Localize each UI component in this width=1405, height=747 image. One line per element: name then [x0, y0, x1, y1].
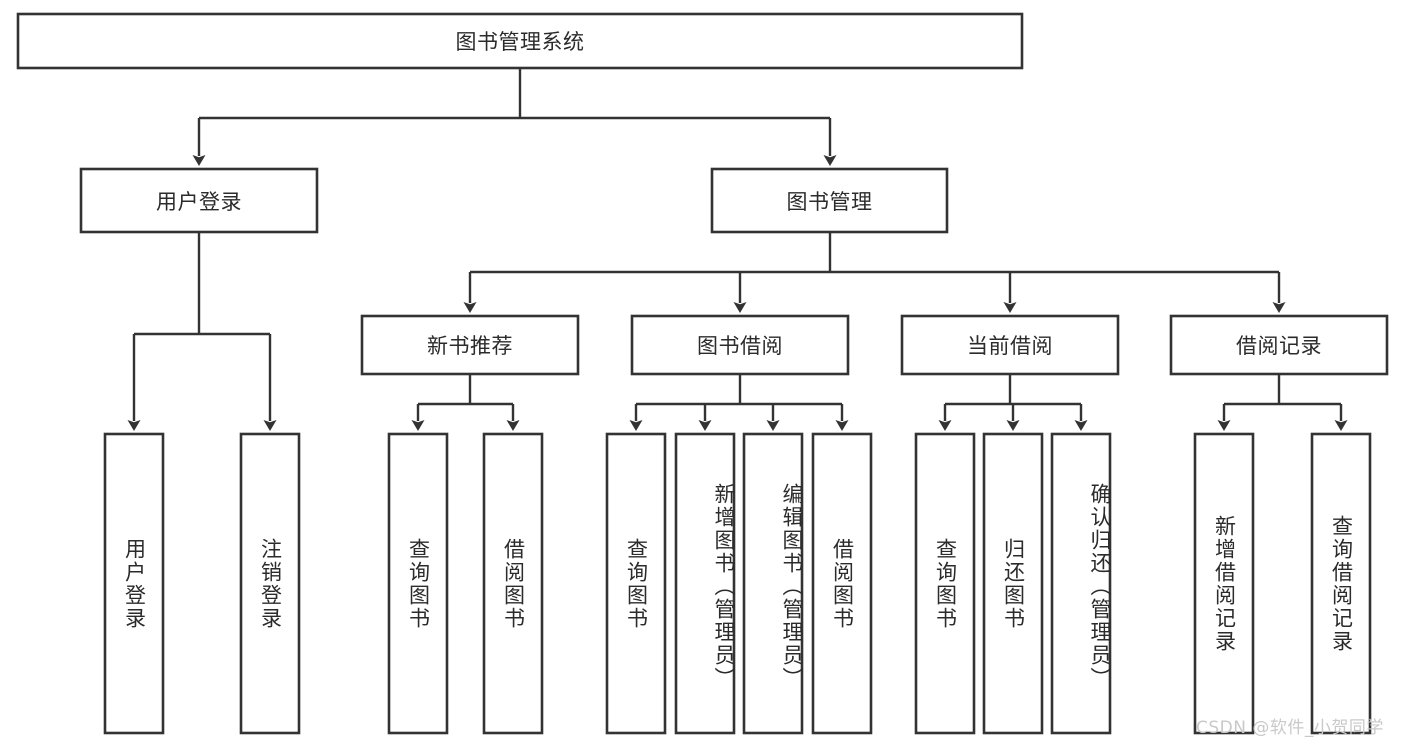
leaf-box-borrow-4[interactable]: [811, 432, 873, 735]
node-box-new-book[interactable]: [360, 314, 580, 376]
leaf-box-borrow-2[interactable]: [674, 432, 736, 735]
leaf-box-current-2[interactable]: [982, 432, 1044, 735]
leaf-box-borrow-3[interactable]: [742, 432, 804, 735]
leaf-box-borrow-1[interactable]: [605, 432, 667, 735]
leaf-box-record-1[interactable]: [1193, 432, 1255, 735]
node-box-user-login[interactable]: [79, 167, 319, 234]
leaf-box-new-book-1[interactable]: [387, 432, 449, 735]
leaf-box-current-3[interactable]: [1050, 432, 1112, 735]
leaf-box-current-1[interactable]: [914, 432, 976, 735]
node-box-borrow-record[interactable]: [1169, 314, 1389, 376]
leaf-box-new-book-2[interactable]: [482, 432, 544, 735]
node-box-root[interactable]: [16, 12, 1024, 70]
leaf-box-record-2[interactable]: [1310, 432, 1372, 735]
node-box-current-borrow[interactable]: [900, 314, 1120, 376]
node-box-book-borrow[interactable]: [630, 314, 850, 376]
leaf-box-user-login-2[interactable]: [239, 432, 301, 735]
node-box-book-manage[interactable]: [710, 167, 949, 234]
leaf-box-user-login-1[interactable]: [103, 432, 165, 735]
